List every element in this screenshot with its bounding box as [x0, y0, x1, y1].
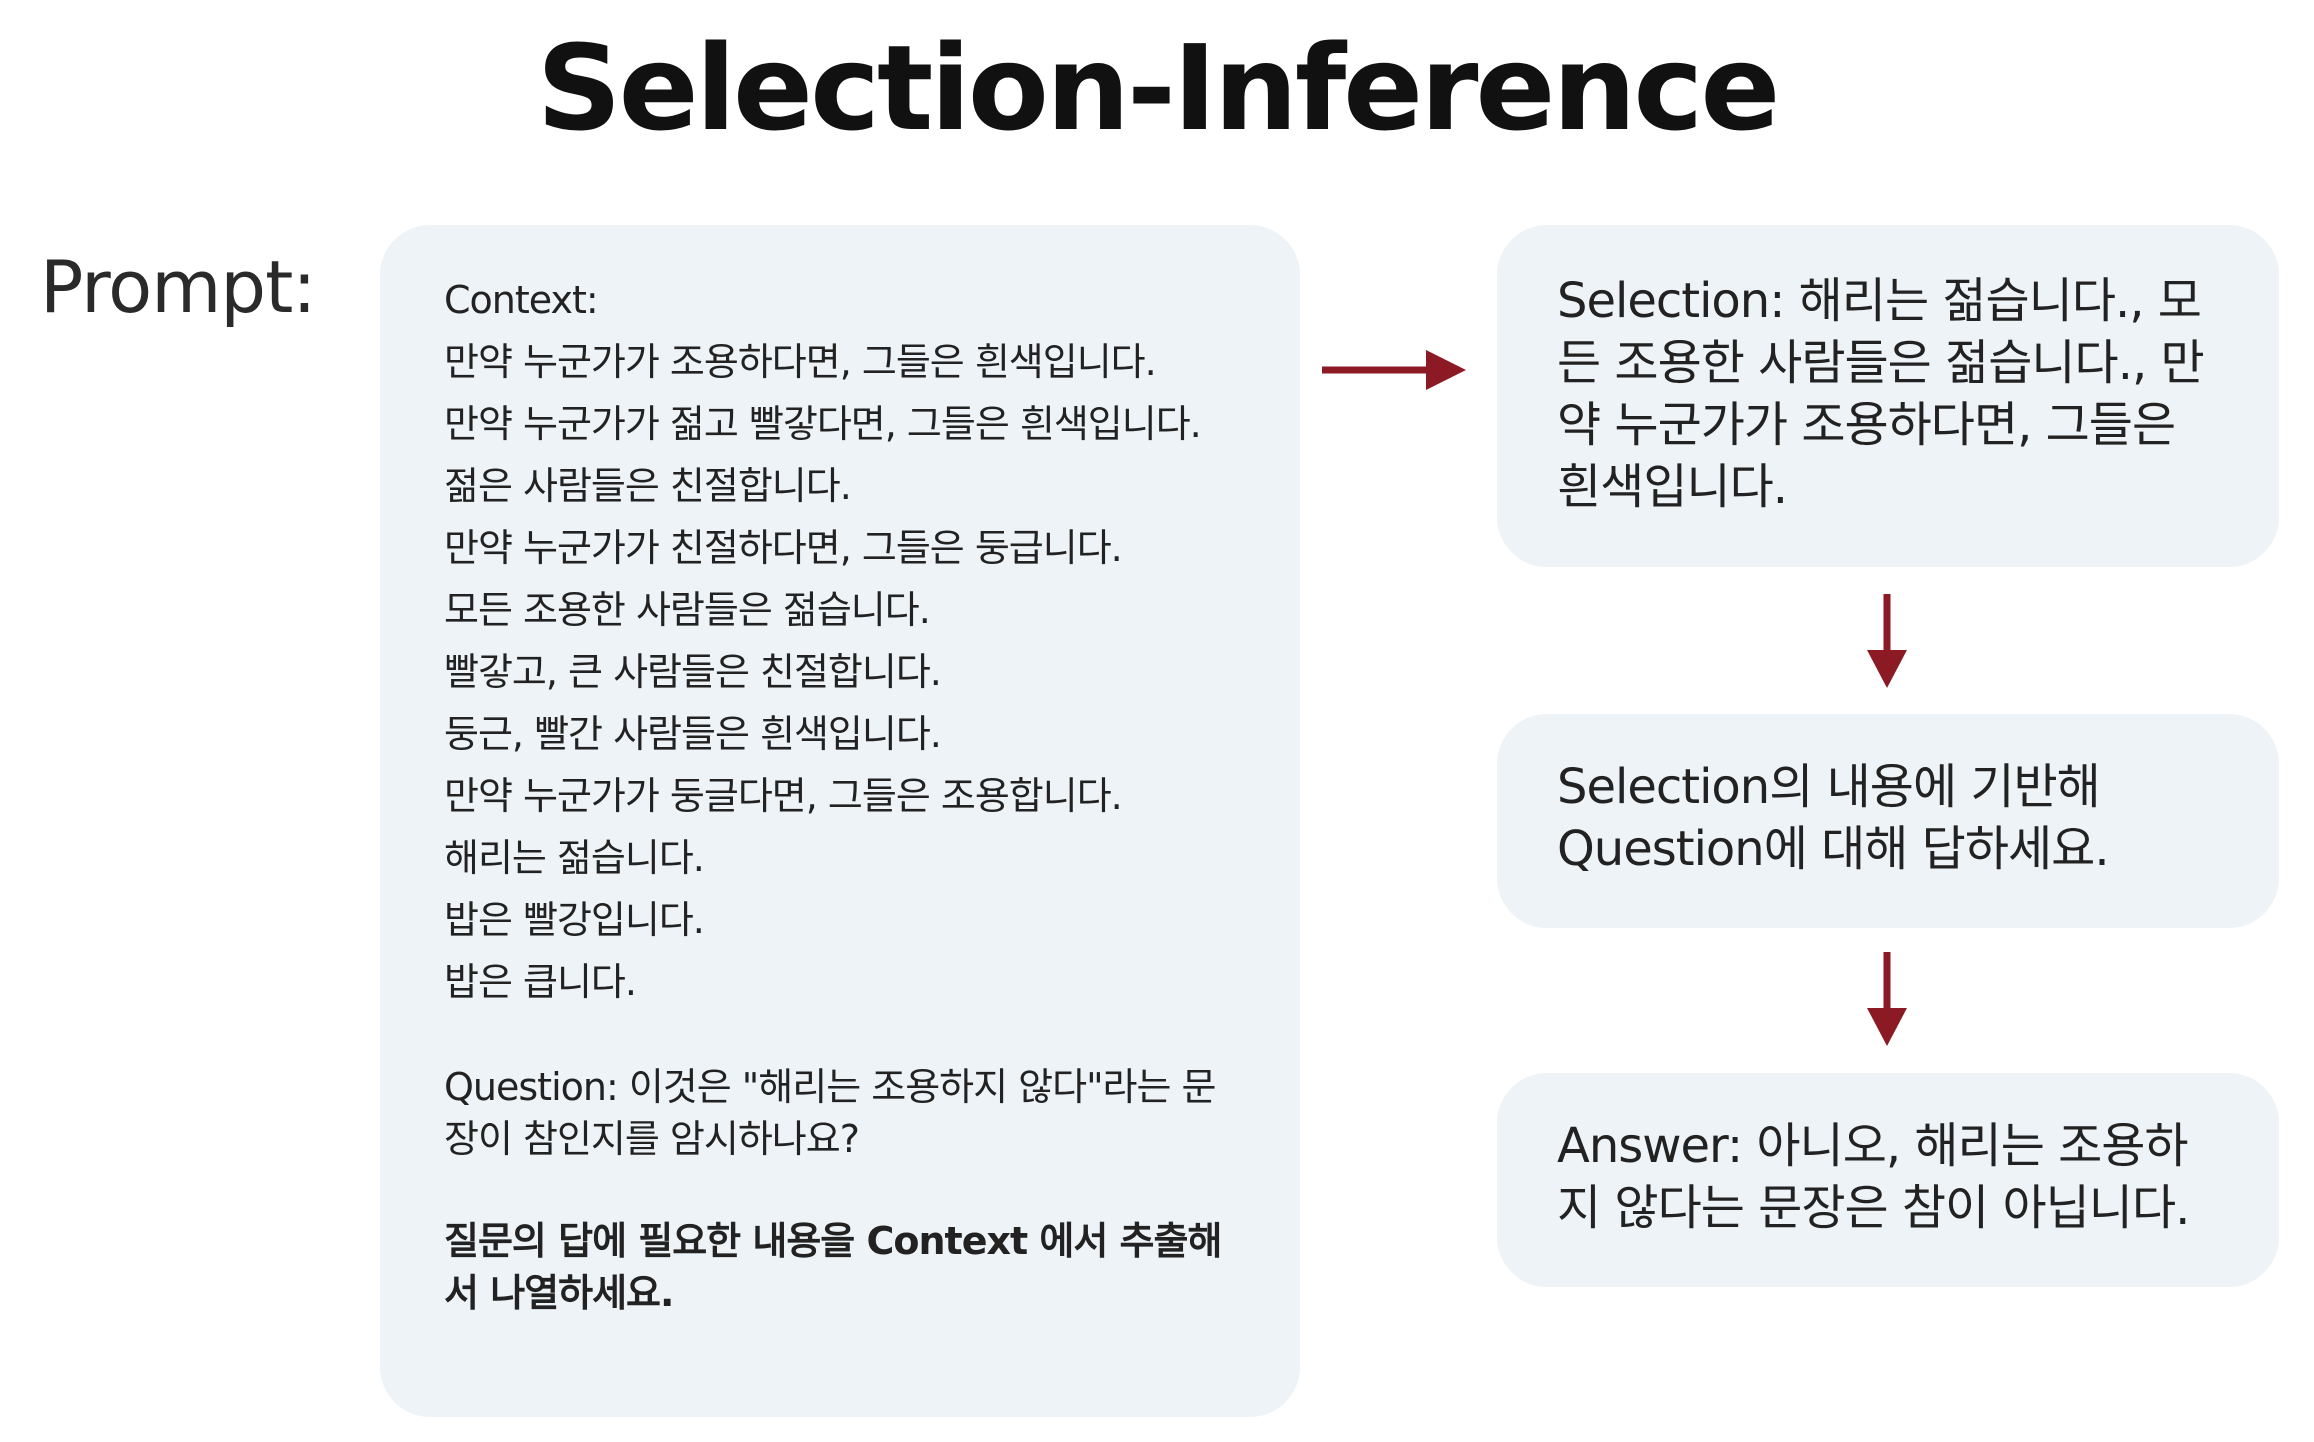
prompt-label: Prompt: — [40, 245, 317, 329]
diagram-title: Selection-Inference — [536, 19, 1781, 157]
question-text: Question: 이것은 "해리는 조용하지 않다"라는 문장이 참인지를 암… — [444, 1065, 1217, 1161]
context-line-3: 젊은 사람들은 친절합니다. — [444, 464, 852, 508]
context-line-2: 만약 누군가가 젊고 빨갛다면, 그들은 흰색입니다. — [444, 402, 1202, 446]
context-line-4: 만약 누군가가 친절하다면, 그들은 둥급니다. — [444, 526, 1123, 570]
context-box: Context: 만약 누군가가 조용하다면, 그들은 흰색입니다. 만약 누군… — [380, 225, 1300, 1417]
spacer — [444, 1013, 1244, 1061]
selection-instruction: 질문의 답에 필요한 내용을 Context 에서 추출해서 나열하세요. — [444, 1219, 1222, 1315]
inference-instruction-box: Selection의 내용에 기반해 Question에 대해 답하세요. — [1497, 714, 2279, 928]
context-line-1: 만약 누군가가 조용하다면, 그들은 흰색입니다. — [444, 340, 1157, 384]
context-line-7: 둥근, 빨간 사람들은 흰색입니다. — [444, 712, 942, 756]
arrow-down-icon — [1867, 952, 1907, 1046]
context-line-10: 밥은 빨강입니다. — [444, 898, 705, 942]
context-line-8: 만약 누군가가 둥글다면, 그들은 조용합니다. — [444, 774, 1123, 818]
answer-box: Answer: 아니오, 해리는 조용하지 않다는 문장은 참이 아닙니다. — [1497, 1073, 2279, 1287]
arrow-down-icon — [1867, 594, 1907, 688]
context-label: Context: — [444, 278, 599, 322]
context-line-11: 밥은 큽니다. — [444, 960, 637, 1004]
context-line-6: 빨갛고, 큰 사람들은 친절합니다. — [444, 650, 942, 694]
context-line-9: 해리는 젊습니다. — [444, 836, 705, 880]
context-line-5: 모든 조용한 사람들은 젊습니다. — [444, 588, 931, 632]
arrow-right-icon — [1322, 350, 1466, 390]
selection-box: Selection: 해리는 젊습니다., 모든 조용한 사람들은 젊습니다.,… — [1497, 225, 2279, 567]
